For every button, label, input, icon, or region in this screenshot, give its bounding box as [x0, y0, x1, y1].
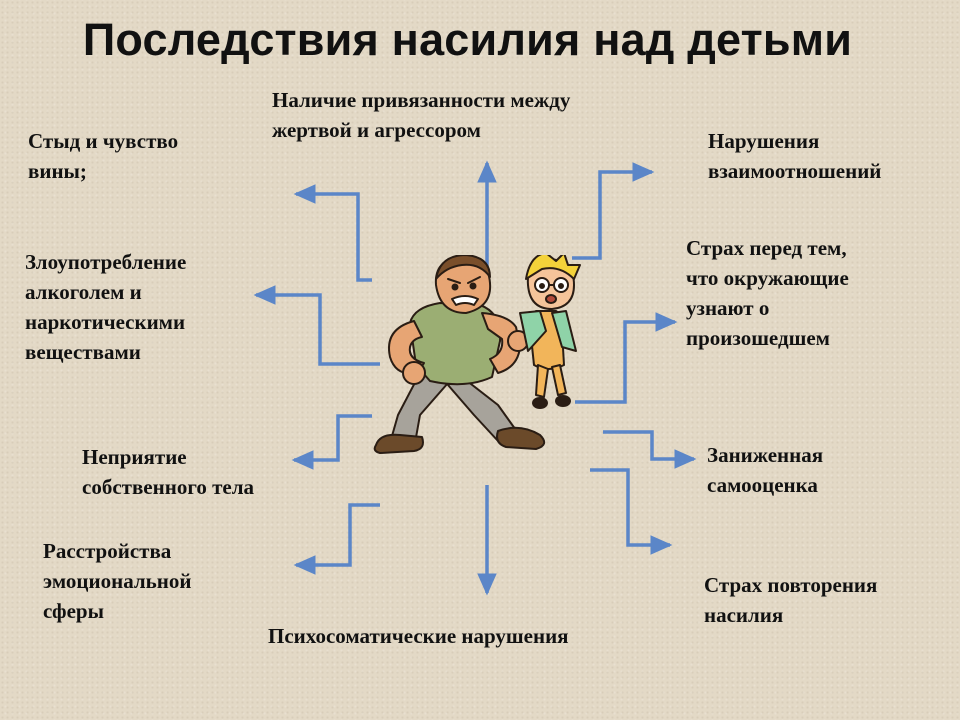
arrow-to-shame — [293, 184, 372, 282]
arrow-to-substance — [253, 285, 380, 366]
label-self-esteem: Заниженная самооценка — [707, 443, 824, 497]
arrow-to-body — [291, 414, 372, 470]
page-title: Последствия насилия над детьми — [82, 14, 853, 65]
arrow-to-fear-repeat — [590, 468, 673, 555]
label-psychosomatic: Психосоматические нарушения — [268, 624, 569, 648]
arrow-to-fear-known — [575, 312, 678, 404]
label-emotional-disorders: Расстройства эмоциональной сферы — [43, 539, 192, 623]
label-shame: Стыд и чувство вины; — [28, 129, 179, 183]
label-relations: Нарушения взаимоотношений — [708, 129, 882, 183]
bully-grabbing-child-illustration — [373, 255, 581, 454]
arrow-to-self-esteem — [603, 430, 697, 469]
arrow-to-emotional — [293, 503, 380, 575]
label-body-rejection: Неприятие собственного тела — [82, 445, 254, 499]
label-fear-others-know: Страх перед тем, что окружающие узнают о… — [686, 236, 849, 350]
label-attachment: Наличие привязанности между жертвой и аг… — [272, 88, 571, 142]
arrow-to-relations — [572, 162, 655, 260]
label-substance-abuse: Злоупотребление алкоголем и наркотически… — [25, 250, 187, 364]
label-fear-repeat: Страх повторения насилия — [704, 573, 878, 627]
